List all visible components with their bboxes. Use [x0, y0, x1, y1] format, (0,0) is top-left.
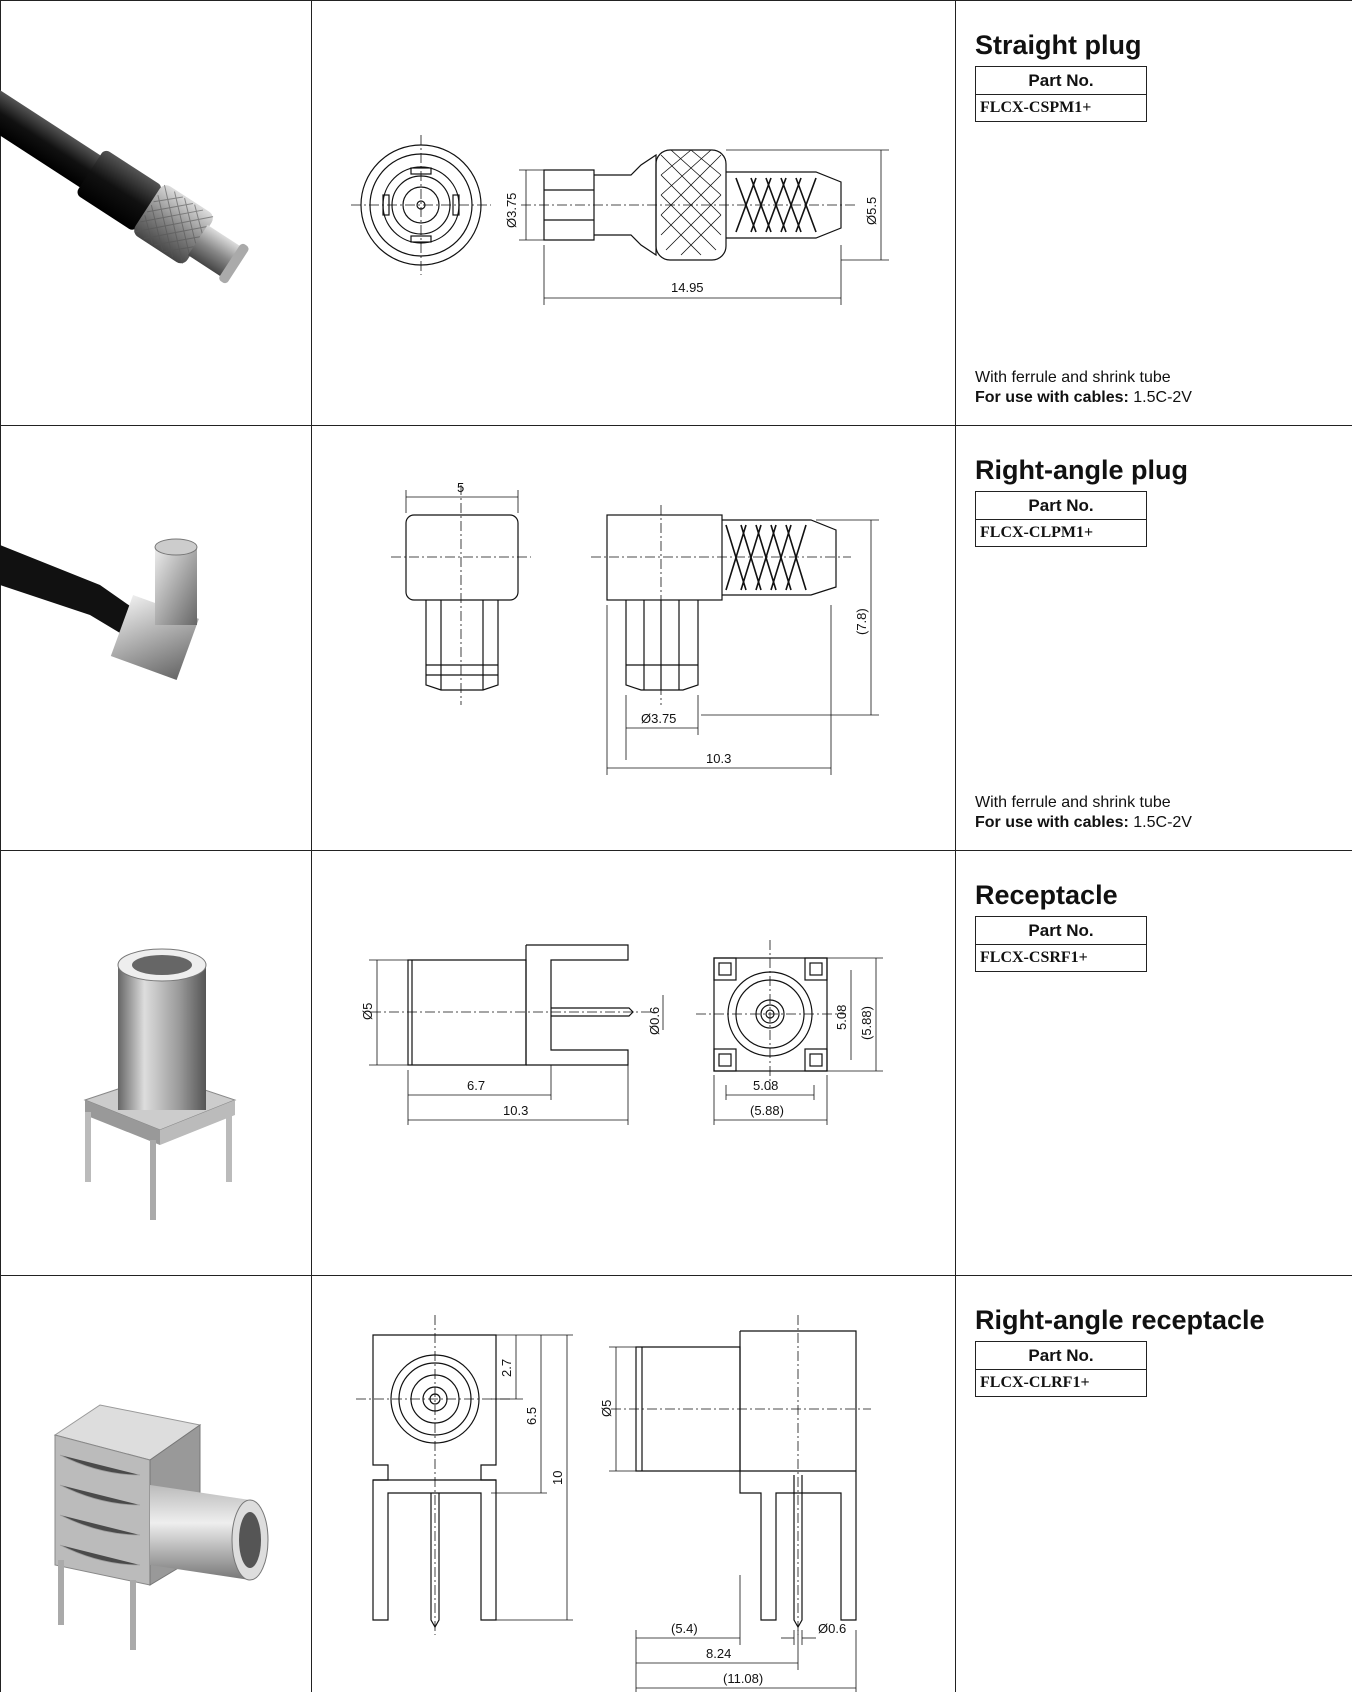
photo-straight-plug — [0, 0, 311, 425]
product-note: With ferrule and shrink tube For use wit… — [975, 793, 1192, 833]
front-view — [351, 135, 491, 275]
dim-label: 5 — [457, 480, 464, 495]
dim-label: Ø3.75 — [504, 193, 519, 228]
side-view — [521, 149, 856, 261]
info-receptacle: Receptacle Part No. FLCX-CSRF1+ — [955, 850, 1352, 1275]
part-number-header: Part No. — [976, 917, 1146, 945]
dim-label: Ø5 — [360, 1003, 375, 1020]
photo-receptacle — [0, 850, 311, 1275]
part-number-box: Part No. FLCX-CLPM1+ — [975, 491, 1147, 547]
dim-label: (5.88) — [859, 1006, 874, 1040]
part-number-box: Part No. FLCX-CSRF1+ — [975, 916, 1147, 972]
product-title: Receptacle — [975, 880, 1118, 910]
dim-label: Ø0.6 — [647, 1007, 662, 1035]
drawing-right-angle-plug: 5 (7.8) Ø3.75 10.3 — [311, 425, 955, 850]
grid-line-row3 — [0, 1275, 1352, 1276]
photo-right-angle-receptacle — [0, 1275, 311, 1692]
dim-label: 2.7 — [499, 1359, 514, 1377]
dim-label: 5.08 — [834, 1005, 849, 1030]
product-title: Right-angle receptacle — [975, 1305, 1265, 1335]
dim-label: Ø5.5 — [864, 197, 879, 225]
product-note: With ferrule and shrink tube For use wit… — [975, 368, 1192, 408]
grid-line-col2 — [955, 0, 956, 1692]
dim-label: 6.7 — [467, 1078, 485, 1093]
dim-label: 5.08 — [753, 1078, 778, 1093]
dim-label: Ø0.6 — [818, 1621, 846, 1636]
dim-label: (5.88) — [750, 1103, 784, 1118]
part-number-value: FLCX-CLRF1+ — [980, 1374, 1090, 1391]
part-number-value: FLCX-CLPM1+ — [980, 524, 1094, 541]
part-number-header: Part No. — [976, 67, 1146, 95]
info-right-angle-receptacle: Right-angle receptacle Part No. FLCX-CLR… — [955, 1275, 1352, 1692]
info-straight-plug: Straight plug Part No. FLCX-CSPM1+ With … — [955, 0, 1352, 425]
info-right-angle-plug: Right-angle plug Part No. FLCX-CLPM1+ Wi… — [955, 425, 1352, 850]
part-number-header: Part No. — [976, 1342, 1146, 1370]
cables-label: For use with cables: — [975, 814, 1129, 831]
dim-label: 10.3 — [503, 1103, 528, 1118]
dim-label: 10 — [550, 1471, 565, 1485]
grid-line-row1 — [0, 425, 1352, 426]
grid-line-left — [0, 0, 1, 1692]
photo-right-angle-plug — [0, 425, 311, 850]
cables-label: For use with cables: — [975, 389, 1129, 406]
dim-label: Ø5 — [599, 1400, 614, 1417]
dim-label: 14.95 — [671, 280, 704, 295]
cables-value: 1.5C-2V — [1133, 389, 1192, 406]
dim-label: 10.3 — [706, 751, 731, 766]
cables-value: 1.5C-2V — [1133, 814, 1192, 831]
part-number-box: Part No. FLCX-CLRF1+ — [975, 1341, 1147, 1397]
dim-label: Ø3.75 — [641, 711, 676, 726]
dim-label: 6.5 — [524, 1407, 539, 1425]
dim-label: 8.24 — [706, 1646, 731, 1661]
grid-line-top — [0, 0, 1352, 1]
part-number-header: Part No. — [976, 492, 1146, 520]
grid-line-col1 — [311, 0, 312, 1692]
dim-label: (5.4) — [671, 1621, 698, 1636]
product-title: Straight plug — [975, 30, 1142, 60]
drawing-straight-plug: Ø3.75 Ø5.5 14.95 — [311, 0, 955, 425]
dim-label: (7.8) — [854, 608, 869, 635]
drawing-receptacle: Ø5 Ø0.6 6.7 10.3 5.08 (5.88) 5.08 (5.88) — [311, 850, 955, 1275]
part-number-value: FLCX-CSPM1+ — [980, 99, 1092, 116]
note-line: With ferrule and shrink tube — [975, 369, 1171, 386]
part-number-value: FLCX-CSRF1+ — [980, 949, 1088, 966]
note-line: With ferrule and shrink tube — [975, 794, 1171, 811]
drawing-right-angle-receptacle: 2.7 6.5 10 Ø5 (5.4) Ø0.6 8.24 (11.08) — [311, 1275, 955, 1695]
dim-label: (11.08) — [723, 1671, 763, 1686]
grid-line-row2 — [0, 850, 1352, 851]
product-title: Right-angle plug — [975, 455, 1188, 485]
part-number-box: Part No. FLCX-CSPM1+ — [975, 66, 1147, 122]
